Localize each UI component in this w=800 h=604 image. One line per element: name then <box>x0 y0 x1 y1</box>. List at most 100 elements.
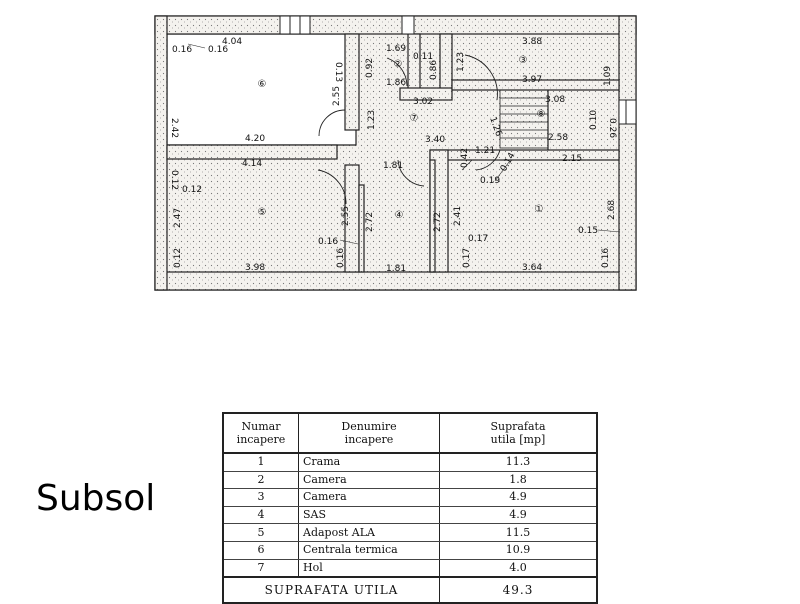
header-text: incapere <box>236 433 286 446</box>
room-number: ⑥ <box>258 79 267 90</box>
room-number: ⑧ <box>537 109 546 120</box>
dimension-label: 1.81 <box>386 264 406 274</box>
room-name-cell: Hol <box>298 559 440 578</box>
room-number-cell: 2 <box>222 471 299 490</box>
total-label: SUPRAFATA UTILA <box>222 576 440 604</box>
dimension-label: 0.12 <box>173 248 183 268</box>
room-area-cell: 4.9 <box>439 488 598 507</box>
room-numbers: ⑥ ② ③ ⑦ ⑧ ⑤ ④ ① <box>258 55 546 221</box>
header-room-number: Numar incapere <box>222 413 299 454</box>
dimension-label: 0.16 <box>172 45 192 55</box>
table-row: 1 Crama 11.3 <box>222 453 598 472</box>
dimension-label: 0.19 <box>480 176 500 186</box>
table-row: 3 Camera 4.9 <box>222 488 598 507</box>
dimension-label: 0.92 <box>365 58 375 78</box>
dimension-label: 1.23 <box>367 110 377 130</box>
wall-segment <box>358 184 365 273</box>
room-area-cell: 4.9 <box>439 506 598 525</box>
windows <box>279 15 637 125</box>
dimension-label: 0.13 <box>333 62 343 82</box>
dimension-label: 0.26 <box>607 118 617 138</box>
wall-segment <box>344 33 360 131</box>
dimension-label: 1.86 <box>386 78 406 88</box>
dimension-label: 0.42 <box>460 148 470 168</box>
dimension-label: 0.17 <box>462 248 472 268</box>
dimension-label: 3.64 <box>522 263 542 273</box>
wall-segment <box>154 15 637 35</box>
dimension-labels: 4.04 0.16 0.16 0.13 2.55 1.23 4.20 2.42 … <box>169 37 617 274</box>
window <box>401 15 415 35</box>
dimension-label: 2.58 <box>548 133 568 143</box>
header-text: incapere <box>344 433 394 446</box>
dimension-label: 0.10 <box>589 110 599 130</box>
window <box>618 99 637 125</box>
dimension-label: 1.23 <box>456 52 466 72</box>
room-number-cell: 3 <box>222 488 299 507</box>
door <box>397 159 425 187</box>
total-value: 49.3 <box>439 576 598 604</box>
room-area-cell: 11.5 <box>439 523 598 542</box>
room-name-cell: Adapost ALA <box>298 523 440 542</box>
table-row: 4 SAS 4.9 <box>222 506 598 525</box>
room-number-cell: 5 <box>222 523 299 542</box>
wall-segment <box>154 271 637 291</box>
room-number-cell: 7 <box>222 559 299 578</box>
dimension-label: 1.81 <box>383 161 403 171</box>
table-header-row: Numar incapere Denumire incapere Suprafa… <box>222 413 598 454</box>
room-number-cell: 1 <box>222 453 299 472</box>
room-number: ① <box>535 204 544 215</box>
wall-segment <box>399 87 453 101</box>
dimension-label: 2.41 <box>453 206 463 226</box>
room-name-cell: SAS <box>298 506 440 525</box>
room-number: ⑤ <box>258 207 267 218</box>
door <box>317 169 347 205</box>
walls <box>154 15 637 291</box>
dimension-label: 2.72 <box>365 212 375 232</box>
leader-lines <box>187 43 621 245</box>
dimension-label: 0.16 <box>318 237 338 247</box>
door <box>318 109 346 137</box>
room-area-cell: 1.8 <box>439 471 598 490</box>
dimension-label: 3.02 <box>413 97 433 107</box>
door <box>386 57 408 87</box>
dimension-label: 2.72 <box>433 212 443 232</box>
table-row: 6 Centrala termica 10.9 <box>222 541 598 560</box>
dimension-label: 1.09 <box>603 66 613 86</box>
header-text: Denumire <box>341 420 397 433</box>
door <box>475 149 501 171</box>
dimension-label: 0.12 <box>182 185 202 195</box>
window <box>279 15 311 35</box>
header-text: Suprafata <box>490 420 546 433</box>
dimension-label: 3.97 <box>522 75 542 85</box>
dimension-label: 4.20 <box>245 134 265 144</box>
dimension-label: 0.16 <box>601 248 611 268</box>
dimension-label: 4.04 <box>222 37 242 47</box>
room-area-table: Numar incapere Denumire incapere Suprafa… <box>222 412 598 604</box>
room-area-cell: 10.9 <box>439 541 598 560</box>
wall-segment <box>429 149 620 161</box>
dimension-label: 0.17 <box>468 234 488 244</box>
staircase <box>499 89 549 150</box>
room-number-cell: 6 <box>222 541 299 560</box>
dimension-label: 1.21 <box>475 146 495 156</box>
dimension-label: 2.55 <box>341 206 351 226</box>
header-room-name: Denumire incapere <box>298 413 440 454</box>
floor-plan: ⑥ ② ③ ⑦ ⑧ ⑤ ④ ① 4.04 0.16 0.16 0.13 2.55… <box>154 15 637 291</box>
wall-segment <box>166 144 338 160</box>
room-name-cell: Camera <box>298 488 440 507</box>
dimension-label: 0.11 <box>413 52 433 62</box>
dimension-label: 2.47 <box>173 208 183 228</box>
dimension-label: 2.15 <box>562 154 582 164</box>
door-swings <box>317 54 501 205</box>
dimension-label: 3.40 <box>425 135 445 145</box>
table-row: 5 Adapost ALA 11.5 <box>222 523 598 542</box>
wall-segment <box>618 15 637 291</box>
room-number: ③ <box>519 55 528 66</box>
table-row: 2 Camera 1.8 <box>222 471 598 490</box>
room-number: ⑦ <box>410 113 419 124</box>
dimension-label: 1.69 <box>386 44 406 54</box>
wall-segment <box>154 15 168 291</box>
dimension-label: 0.15 <box>578 226 598 236</box>
wall-segment <box>407 33 421 91</box>
dimension-label: 2.42 <box>169 118 179 138</box>
